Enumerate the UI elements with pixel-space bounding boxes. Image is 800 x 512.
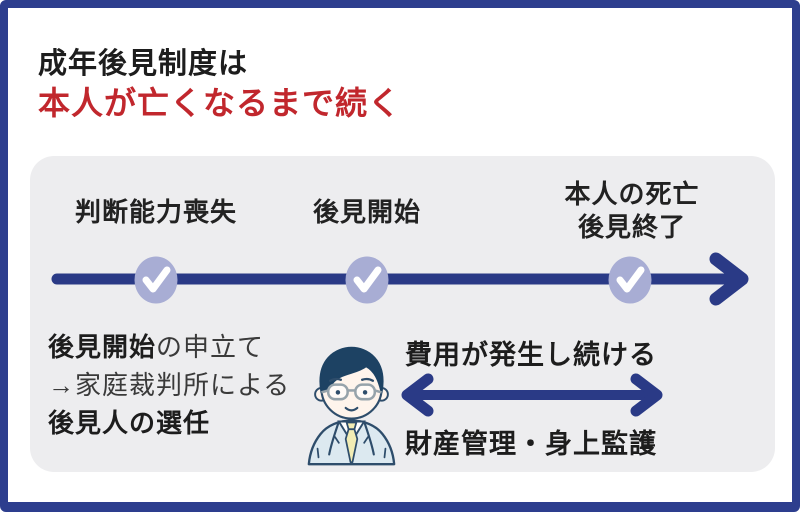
check-icon — [608, 256, 652, 304]
timeline-graphic — [51, 252, 749, 417]
duties-label: 財産管理・身上監護 — [405, 429, 657, 459]
milestone-label-death: 本人の死亡 — [564, 179, 700, 209]
application-note-line3: 後見人の選任 — [48, 408, 211, 438]
ongoing-cost-label: 費用が発生し続ける — [405, 340, 657, 370]
page-subtitle-highlight: 本人が亡くなるまで続く — [38, 85, 402, 121]
milestone-label-death-end: 本人の死亡 後見終了 — [522, 178, 742, 244]
page-title: 成年後見制度は — [38, 48, 249, 80]
double-arrow-icon — [401, 373, 663, 417]
application-note-line1: 後見開始の申立て — [48, 332, 265, 362]
milestone-label-guardianship-start: 後見開始 — [312, 197, 421, 227]
timeline-panel: 判断能力喪失 後見開始 本人の死亡 後見終了 — [30, 156, 775, 472]
guardian-person-illustration — [307, 346, 396, 466]
milestone-label-end: 後見終了 — [577, 212, 686, 242]
application-note-line2: →家庭裁判所による — [48, 370, 291, 400]
application-note: 後見開始の申立て →家庭裁判所による 後見人の選任 — [48, 328, 290, 442]
milestone-label-capacity-loss: 判断能力喪失 — [74, 197, 237, 227]
arrow-right-icon — [709, 252, 749, 306]
check-icon — [345, 256, 389, 304]
check-icon — [134, 256, 178, 304]
